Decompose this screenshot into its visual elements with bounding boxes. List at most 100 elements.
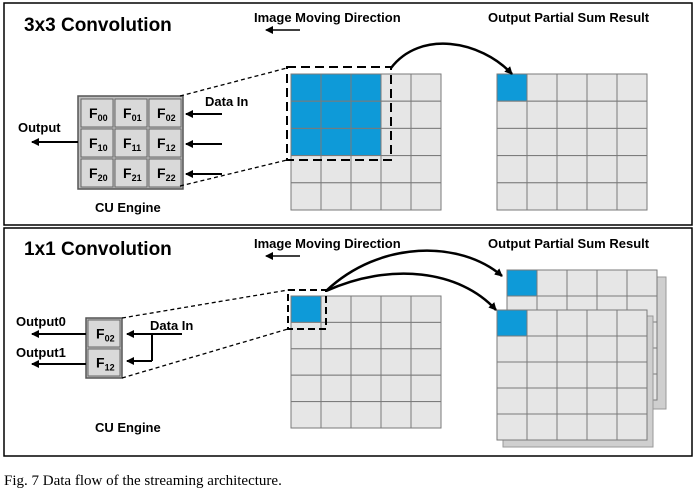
dashed-connector-top-1x1: [121, 289, 289, 319]
input-1x1-cell: [380, 321, 412, 350]
output-1x1-front-cell: [496, 335, 528, 363]
filter-cell-1x1-12-bg: [87, 348, 121, 377]
filter-cell-20-label: F20: [89, 165, 108, 183]
output-1x1-front-cell: [526, 335, 558, 363]
output-1x1-front-cell: [616, 335, 648, 363]
input-1x1-cell: [350, 295, 382, 323]
panel-3x3-convolution: 3x3 Convolution Image Moving Direction O…: [3, 2, 693, 226]
input-3x3-cell: [380, 182, 412, 211]
input-1x1-cell: [350, 321, 382, 350]
result-label-1x1: Output Partial Sum Result: [488, 236, 650, 251]
output-3x3-cell: [496, 155, 528, 184]
output-label-3x3: Output: [18, 120, 61, 135]
input-1x1-cell: [380, 374, 412, 403]
output-1x1-front-cell: [496, 413, 528, 441]
output-3x3-cell: [526, 182, 558, 211]
input-1x1-cell: [320, 321, 352, 350]
output-1x1-front-cell: [616, 361, 648, 389]
input-3x3-cell: [350, 100, 382, 129]
filter-cell-00-label: F00: [89, 105, 108, 123]
panel-3x3-title: 3x3 Convolution: [24, 15, 172, 36]
output-3x3-cell: [496, 73, 528, 102]
output-1x1-front-cell: [526, 309, 558, 337]
output-1x1-front-cell: [616, 387, 648, 415]
input-1x1-cell: [380, 348, 412, 376]
input-3x3-cell: [320, 127, 352, 157]
input-1x1-cell: [410, 295, 442, 323]
input-1x1-cell: [320, 401, 352, 429]
result-arrow-1x1-back: [325, 249, 503, 292]
output-1x1-front-cell: [586, 335, 618, 363]
output-1x1-back-cell: [626, 269, 658, 297]
output-3x3-cell: [556, 155, 588, 184]
engine-label-3x3: CU Engine: [95, 200, 161, 215]
input-3x3-cell: [410, 182, 442, 211]
engine-label-1x1: CU Engine: [95, 420, 161, 435]
output-3x3-cell: [496, 127, 528, 157]
input-3x3-cell: [380, 127, 412, 157]
filter-cell-10-label: F10: [89, 135, 108, 153]
output-3x3-cell: [556, 127, 588, 157]
input-1x1-cell: [410, 321, 442, 350]
output-3x3-cell: [586, 100, 618, 129]
output-1x1-front-cell: [526, 413, 558, 441]
filter-cell-1x1-12-label: F12: [96, 355, 115, 373]
output-grid-3x3: [496, 73, 648, 211]
input-3x3-cell: [290, 73, 322, 102]
input-1x1-cell: [320, 374, 352, 403]
input-1x1-cell: [290, 348, 322, 376]
input-3x3-cell: [380, 73, 412, 102]
filter-cell-11-label: F11: [123, 135, 141, 153]
output-1x1-front-cell: [556, 361, 588, 389]
input-1x1-cell: [290, 374, 322, 403]
filter-cell-01-bg: [114, 98, 148, 128]
input-3x3-cell: [350, 73, 382, 102]
output-1x1-front-cell: [526, 361, 558, 389]
output-3x3-cell: [616, 155, 648, 184]
input-3x3-cell: [320, 73, 352, 102]
input-3x3-cell: [410, 100, 442, 129]
output-1x1-front-cell: [586, 309, 618, 337]
output-1x1-back-cell: [536, 269, 568, 297]
filter-cell-1x1-02-bg: [87, 319, 121, 348]
filter-cell-10-bg: [80, 128, 114, 158]
result-arrow-3x3: [390, 42, 513, 75]
input-1x1-cell: [410, 401, 442, 429]
output-3x3-cell: [586, 182, 618, 211]
output0-label: Output0: [16, 314, 66, 329]
direction-label-3x3: Image Moving Direction: [254, 10, 401, 25]
input-3x3-cell: [410, 127, 442, 157]
sliding-window-1x1: [287, 289, 327, 330]
filter-cell-22-label: F22: [157, 165, 176, 183]
filter-cell-01-label: F01: [123, 105, 142, 123]
input-3x3-cell: [350, 127, 382, 157]
output-3x3-cell: [496, 100, 528, 129]
input-3x3-cell: [290, 100, 322, 129]
output-1x1-front-cell: [556, 335, 588, 363]
output-3x3-cell: [616, 182, 648, 211]
dashed-connector-top-3x3: [179, 67, 288, 97]
input-image-grid-3x3: [290, 73, 442, 211]
output-3x3-cell: [616, 100, 648, 129]
output-1x1-front-cell: [556, 309, 588, 337]
input-1x1-cell: [320, 348, 352, 376]
input-1x1-cell: [350, 374, 382, 403]
input-1x1-cell: [350, 401, 382, 429]
input-3x3-cell: [380, 100, 412, 129]
filter-cell-20-bg: [80, 158, 114, 188]
output-3x3-cell: [616, 127, 648, 157]
input-3x3-cell: [410, 73, 442, 102]
filter-cell-1x1-02-label: F02: [96, 326, 115, 344]
output-grid-1x1-front: [496, 309, 654, 448]
input-image-grid-1x1: [290, 295, 442, 429]
output-3x3-cell: [496, 182, 528, 211]
input-3x3-cell: [410, 155, 442, 184]
filter-cell-21-label: F21: [123, 165, 142, 183]
input-1x1-cell: [350, 348, 382, 376]
filter-cell-02-label: F02: [157, 105, 176, 123]
output-1x1-front-cell: [496, 387, 528, 415]
input-1x1-cell: [290, 295, 322, 323]
